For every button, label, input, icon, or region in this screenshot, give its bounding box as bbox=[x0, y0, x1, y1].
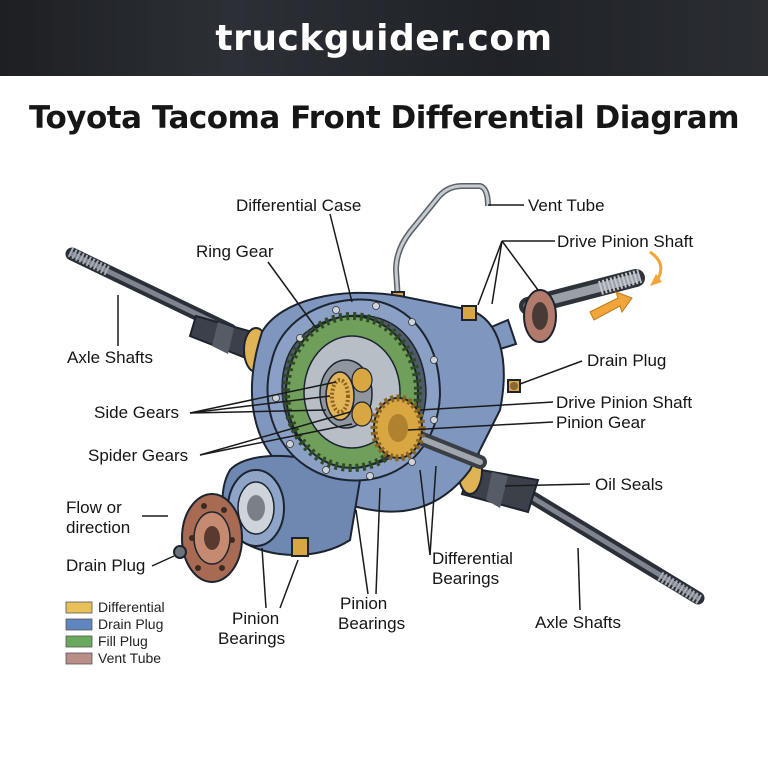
site-name: truckguider.com bbox=[215, 17, 553, 59]
label-pinion-bearings-center-line2: Bearings bbox=[338, 614, 405, 633]
legend-swatch-vent-tube bbox=[65, 652, 93, 665]
label-drain-plug-right: Drain Plug bbox=[587, 351, 666, 370]
left-flange bbox=[173, 493, 243, 583]
label-spider-gears: Spider Gears bbox=[88, 446, 188, 465]
label-pinion-bearings-left-line1: Pinion bbox=[232, 609, 279, 628]
label-differential-bearings-line2: Bearings bbox=[432, 569, 499, 588]
label-axle-shafts-left: Axle Shafts bbox=[67, 348, 153, 367]
legend-label-fill-plug: Fill Plug bbox=[98, 633, 148, 649]
label-side-gears: Side Gears bbox=[94, 403, 179, 422]
label-vent-tube: Vent Tube bbox=[528, 196, 605, 215]
label-oil-seals: Oil Seals bbox=[595, 475, 663, 494]
label-differential-bearings-line1: Differential bbox=[432, 549, 513, 568]
vent-tube bbox=[391, 183, 491, 307]
label-flow-direction-line2: direction bbox=[66, 518, 130, 537]
diagram-title: Toyota Tacoma Front Differential Diagram bbox=[28, 100, 740, 136]
legend-label-vent-tube: Vent Tube bbox=[98, 650, 161, 666]
side-and-spider-gears bbox=[319, 359, 373, 429]
label-pinion-bearings-left-line2: Bearings bbox=[218, 629, 285, 648]
site-banner: truckguider.com bbox=[0, 0, 768, 76]
spider-gear bbox=[351, 367, 373, 393]
label-drive-pinion-shaft-mid: Drive Pinion Shaft bbox=[556, 393, 692, 412]
flow-arrow-icon bbox=[589, 291, 633, 321]
legend-swatch-fill-plug bbox=[65, 635, 93, 648]
fill-plug bbox=[291, 537, 309, 557]
legend-label-drain-plug: Drain Plug bbox=[98, 616, 163, 632]
label-drive-pinion-shaft-top: Drive Pinion Shaft bbox=[557, 232, 693, 251]
label-flow-direction-line1: Flow or bbox=[66, 498, 122, 517]
label-drain-plug-left: Drain Plug bbox=[66, 556, 145, 575]
pinion-gear bbox=[370, 394, 487, 469]
label-pinion-bearings-center-line1: Pinion bbox=[340, 594, 387, 613]
legend: Differential Drain Plug Fill Plug Vent T… bbox=[65, 599, 165, 666]
label-pinion-gear: Pinion Gear bbox=[556, 413, 646, 432]
label-differential-case: Differential Case bbox=[236, 196, 361, 215]
label-axle-shafts-right: Axle Shafts bbox=[535, 613, 621, 632]
legend-label-differential: Differential bbox=[98, 599, 165, 615]
legend-swatch-drain-plug bbox=[65, 618, 93, 631]
label-ring-gear: Ring Gear bbox=[196, 242, 274, 261]
left-drain-plug bbox=[173, 545, 187, 559]
legend-swatch-differential bbox=[65, 601, 93, 614]
leader-lines bbox=[117, 204, 591, 611]
